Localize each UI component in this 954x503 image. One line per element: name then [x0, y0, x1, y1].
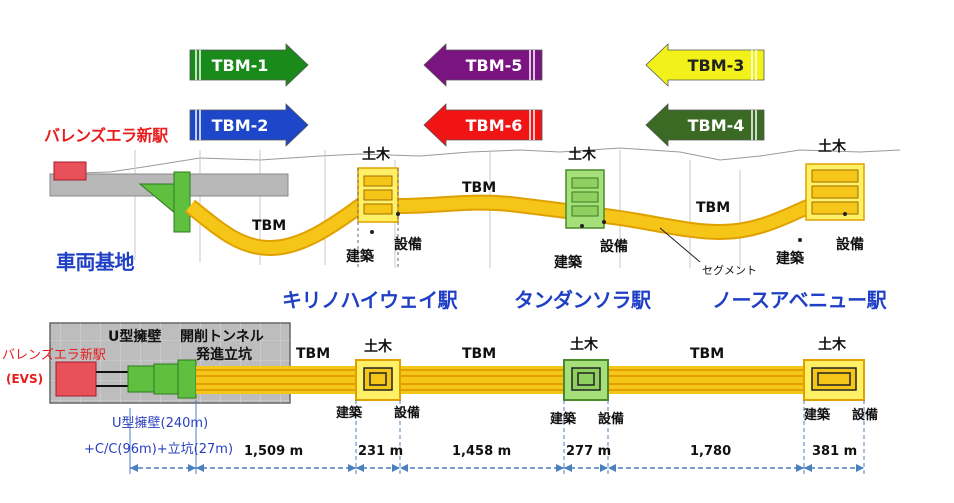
u-wall-length-note: U型擁壁(240m) — [112, 416, 209, 431]
ground-profile-line — [49, 147, 901, 175]
plan-st2-equip: 設備 — [598, 412, 625, 427]
distance-1: 1,509 m — [244, 444, 304, 459]
tbm-arrow-label: TBM-2 — [212, 116, 269, 135]
profile-tbm-label-1: TBM — [252, 218, 287, 234]
plan-tunnel — [196, 366, 860, 394]
profile-st3-equip: 設備 — [836, 237, 864, 253]
u-wall-label: U型擁壁 — [108, 329, 162, 345]
valenzuela-label-bottom: バレンズエラ新駅 — [2, 348, 106, 363]
u-wall-plan — [127, 365, 155, 393]
plan-tbm-label-2: TBM — [462, 346, 497, 362]
segment-leader — [659, 227, 701, 263]
cut-cover-length-note: +C/C(96m)+立坑(27m) — [84, 442, 234, 457]
tbm-arrow-label: TBM-4 — [688, 116, 745, 135]
tbm-arrow-label: TBM-3 — [688, 56, 745, 75]
tbm-arrow-tbm-3: TBM-3 — [645, 43, 765, 87]
tbm-arrow-label: TBM-1 — [212, 56, 269, 75]
depot-label: 車両基地 — [56, 250, 135, 274]
u-wall-ramp — [138, 183, 177, 216]
station-tandang-name: タンダンソラ駅 — [514, 288, 651, 312]
tbm-arrow-tbm-4: TBM-4 — [645, 103, 765, 147]
profile-station-2 — [565, 169, 605, 229]
profile-st2-civil: 土木 — [568, 147, 596, 163]
plan-st1-arch: 建築 — [336, 406, 363, 421]
segment-label: セグメント — [702, 264, 757, 277]
dimension-ticks — [129, 400, 865, 474]
launch-shaft-plan — [177, 359, 197, 399]
distance-3: 1,458 m — [452, 444, 512, 459]
profile-station-1 — [357, 167, 399, 270]
tbm-arrow-tbm-1: TBM-1 — [189, 43, 309, 87]
valenzuela-label-top: バレンズエラ新駅 — [44, 126, 168, 145]
plan-st2-civil: 土木 — [570, 337, 598, 353]
profile-tbm-label-2: TBM — [462, 180, 497, 196]
station-north-name: ノースアベニュー駅 — [712, 288, 887, 312]
profile-st3-arch: 建築 — [776, 251, 804, 267]
profile-tbm-label-3: TBM — [696, 200, 731, 216]
tbm-arrow-tbm-5: TBM-5 — [423, 43, 543, 87]
plan-st1-civil: 土木 — [364, 339, 392, 355]
tbm-arrow-label: TBM-5 — [466, 56, 523, 75]
tbm-arrow-tbm-2: TBM-2 — [189, 103, 309, 147]
distance-4: 277 m — [566, 444, 612, 459]
plan-station-1 — [355, 359, 401, 401]
profile-st3-civil: 土木 — [818, 139, 846, 155]
distance-6: 381 m — [812, 444, 858, 459]
plan-st3-civil: 土木 — [818, 337, 846, 353]
profile-st2-arch: 建築 — [554, 255, 582, 271]
evs-label: (EVS) — [6, 372, 44, 386]
valenzuela-station-block — [53, 161, 87, 181]
tbm-arrow-label: TBM-6 — [466, 116, 523, 135]
distance-5: 1,780 — [690, 444, 732, 459]
plan-st3-equip: 設備 — [852, 408, 879, 423]
profile-st1-civil: 土木 — [362, 147, 390, 163]
launch-shaft-label: 発進立坑 — [196, 347, 252, 363]
profile-station-3 — [805, 163, 865, 221]
plan-st2-arch: 建築 — [550, 412, 577, 427]
launch-shaft-profile — [173, 171, 191, 233]
tbm-arrow-tbm-6: TBM-6 — [423, 103, 543, 147]
plan-tbm-label-1: TBM — [296, 346, 331, 362]
profile-st1-equip: 設備 — [394, 237, 422, 253]
cut-cover-label: 開削トンネル — [180, 329, 264, 345]
distance-2: 231 m — [358, 444, 404, 459]
plan-tbm-label-3: TBM — [690, 346, 725, 362]
plan-station-3 — [803, 359, 865, 401]
plan-st1-equip: 設備 — [394, 406, 421, 421]
cut-cover-plan — [153, 363, 179, 395]
leader-dots — [370, 212, 847, 242]
station-kirino-name: キリノハイウェイ駅 — [282, 288, 458, 312]
plan-st3-arch: 建築 — [804, 408, 831, 423]
valenzuela-plan-block — [55, 361, 97, 397]
profile-st1-arch: 建築 — [346, 249, 374, 265]
profile-st2-equip: 設備 — [600, 239, 628, 255]
dimension-arrowheads — [130, 464, 864, 472]
plan-station-2 — [563, 359, 609, 401]
